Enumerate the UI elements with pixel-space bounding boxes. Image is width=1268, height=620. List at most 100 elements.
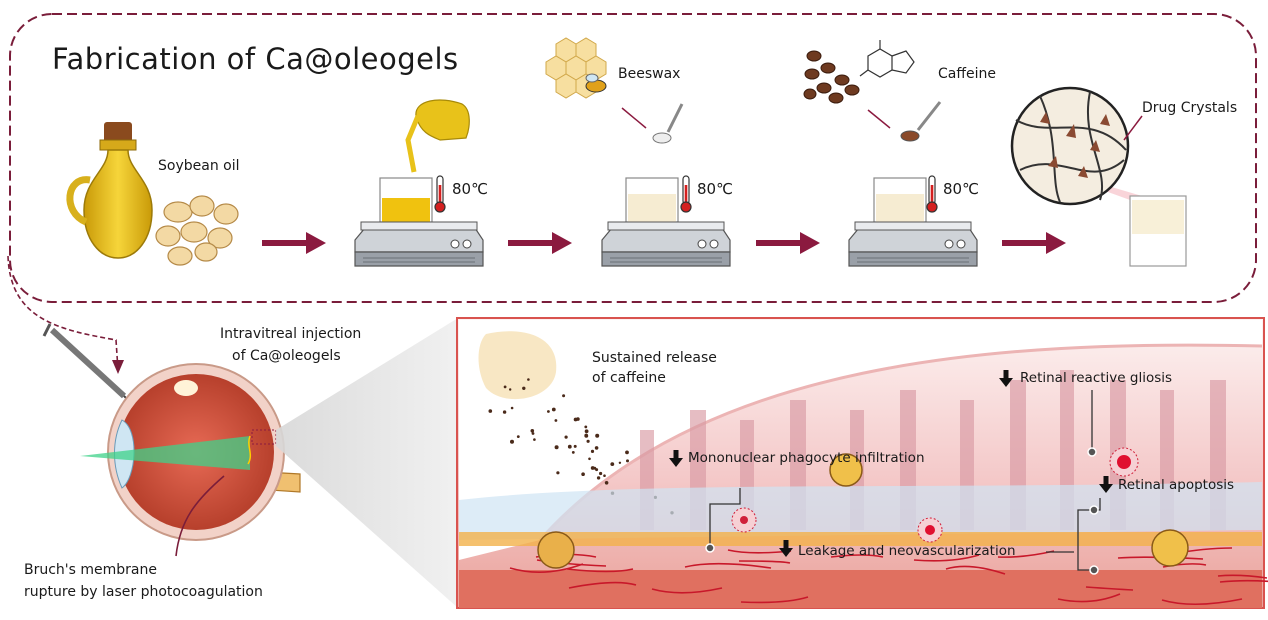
temperature-label: 80℃	[452, 180, 488, 198]
caffeine-dot	[503, 385, 507, 389]
vessel	[945, 565, 1006, 575]
caffeine-dots	[488, 378, 674, 515]
release-label-line1: Sustained release	[592, 350, 717, 366]
caffeine-dot	[586, 439, 590, 443]
pointer-arrow	[1123, 115, 1143, 141]
soybean-oil-label: Soybean oil	[158, 158, 240, 174]
vessel	[509, 563, 584, 573]
caffeine-dot	[554, 445, 559, 450]
vessel	[830, 554, 884, 558]
bee-icon	[585, 73, 607, 93]
inner-layer	[459, 482, 1262, 540]
vessel	[1057, 593, 1121, 603]
jug-icon	[405, 99, 470, 173]
honeycomb-icon	[545, 37, 607, 99]
caffeine-label: Caffeine	[938, 66, 996, 82]
caffeine-dot	[556, 471, 560, 475]
caffeine-dot	[527, 378, 530, 381]
eye-icon	[80, 363, 301, 541]
caffeine-dot	[603, 474, 606, 478]
pointer-arrow	[867, 109, 891, 129]
vitreous	[459, 320, 1262, 560]
caffeine-dot	[626, 459, 629, 463]
vessel	[566, 568, 634, 573]
caffeine-dot	[584, 434, 589, 438]
caffeine-dot	[588, 457, 591, 461]
vessel	[651, 587, 723, 594]
caffeine-dot	[547, 410, 550, 413]
apoptosis-label: Retinal apoptosis	[1118, 477, 1235, 493]
caffeine-dot	[530, 429, 535, 433]
caffeine-dot	[618, 461, 622, 464]
leakage-label: Leakage and neovascularization	[798, 543, 1016, 559]
thermometer-icon	[926, 175, 938, 213]
vessel	[568, 581, 637, 589]
caffeine-dot	[531, 432, 535, 435]
caffeine-dot	[502, 410, 507, 414]
oleogel-depot	[478, 331, 557, 400]
caffeine-dot	[510, 439, 514, 444]
temperature-label: 80℃	[943, 180, 979, 198]
caffeine-dot	[562, 394, 566, 398]
vessel	[684, 562, 772, 569]
caffeine-dot	[554, 419, 558, 422]
caffeine-dot	[610, 462, 615, 466]
hotplate-icon	[601, 221, 731, 267]
vessel	[1085, 586, 1134, 591]
caffeine-dot	[596, 476, 601, 480]
caffeine-dot	[594, 446, 599, 450]
caffeine-dot	[516, 435, 520, 438]
vessel	[740, 596, 809, 604]
vessel	[913, 554, 980, 562]
bruch-label-line2: rupture by laser photocoagulation	[24, 584, 263, 600]
caffeine-dot	[595, 468, 599, 472]
caffeine-dot	[581, 472, 585, 477]
caffeine-dot	[573, 444, 577, 448]
thermometer-icon	[680, 175, 692, 213]
magnifier-icon	[1010, 86, 1142, 206]
vessels	[509, 547, 1268, 606]
spoon-icon	[900, 101, 942, 142]
vessel	[1161, 598, 1243, 606]
caffeine-molecule-icon	[859, 40, 915, 78]
caffeine-dot	[599, 471, 603, 476]
caffeine-dot	[595, 433, 600, 438]
caffeine-dot	[576, 417, 580, 421]
soybeans-icon	[155, 195, 239, 266]
choroid-layer	[459, 570, 1262, 608]
beaker-icon	[625, 177, 679, 223]
pointer-arrow	[621, 107, 647, 129]
beaker-icon	[379, 177, 433, 223]
temperature-label: 80℃	[697, 180, 733, 198]
caffeine-dot	[590, 466, 595, 470]
caffeine-dot	[551, 407, 556, 412]
thermometer-icon	[434, 175, 446, 213]
vessel	[1217, 574, 1268, 579]
cells	[537, 447, 1189, 569]
caffeine-dot	[488, 409, 493, 413]
caffeine-dot	[584, 425, 588, 429]
injection-label-line1: Intravitreal injection	[220, 326, 362, 342]
rpe-layer	[459, 532, 1262, 546]
caffeine-dot	[625, 450, 629, 455]
leader-lines	[709, 390, 1101, 571]
zoom-cone	[276, 318, 458, 608]
beaker-icon	[873, 177, 927, 223]
vessel	[1219, 579, 1268, 583]
gliosis-label: Retinal reactive gliosis	[1020, 370, 1173, 386]
caffeine-dot	[567, 444, 572, 449]
caffeine-dot	[564, 435, 568, 439]
caffeine-dot	[509, 388, 512, 391]
caffeine-dot	[584, 429, 589, 434]
bruch-label-line1: Bruch's membrane	[24, 562, 157, 578]
caffeine-dot	[533, 438, 536, 441]
syringe-icon	[42, 323, 137, 409]
hotplate-icon	[848, 221, 978, 267]
spoon-icon	[652, 103, 684, 144]
phagocyte-label: Mononuclear phagocyte infiltration	[688, 450, 925, 466]
vessel	[738, 560, 791, 564]
caffeine-dot	[590, 449, 595, 453]
caffeine-dot	[510, 406, 514, 410]
bruch-pointer	[175, 475, 225, 557]
